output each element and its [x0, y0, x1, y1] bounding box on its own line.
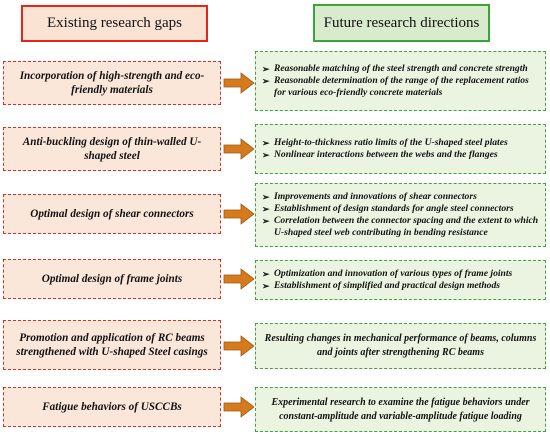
arrow-icon: [223, 268, 255, 290]
direction-box: ➢Reasonable matching of the steel streng…: [255, 51, 546, 111]
arrow-icon: [223, 203, 255, 225]
gap-box: Promotion and application of RC beams st…: [3, 320, 221, 370]
direction-item: ➢Improvements and innovations of shear c…: [262, 191, 477, 202]
direction-summary: Resulting changes in mechanical performa…: [264, 333, 537, 358]
direction-item: ➢Reasonable determination of the range o…: [262, 75, 529, 98]
direction-item: ➢Correlation between the connector spaci…: [262, 215, 539, 238]
gap-box: Optimal design of shear connectors: [3, 194, 221, 234]
direction-box: ➢Height-to-thickness ratio limits of the…: [255, 124, 546, 174]
direction-box: ➢Improvements and innovations of shear c…: [255, 183, 546, 247]
arrow-icon: [223, 72, 255, 94]
direction-item: ➢Reasonable matching of the steel streng…: [262, 63, 528, 74]
future-directions-header: Future research directions: [313, 4, 490, 42]
direction-item: ➢Establishment of simplified and practic…: [262, 280, 501, 291]
direction-summary: Experimental research to examine the fat…: [271, 396, 530, 422]
gap-box: Fatigue behaviors of USCCBs: [3, 387, 221, 427]
direction-item: ➢Nonlinear interactions between the webs…: [262, 149, 498, 160]
arrow-icon: [223, 335, 255, 357]
existing-gaps-header: Existing research gaps: [21, 5, 208, 42]
direction-item: ➢Height-to-thickness ratio limits of the…: [262, 137, 508, 148]
gap-box: Anti-buckling design of thin-walled U-sh…: [3, 127, 221, 171]
direction-box: Resulting changes in mechanical performa…: [255, 323, 546, 369]
arrow-icon: [223, 138, 255, 160]
arrow-icon: [223, 396, 255, 418]
direction-item: ➢Optimization and innovation of various …: [262, 268, 513, 279]
direction-item: ➢Establishment of design standards for a…: [262, 203, 514, 214]
direction-box: ➢Optimization and innovation of various …: [255, 260, 546, 300]
gap-box: Optimal design of frame joints: [3, 259, 221, 299]
gap-box: Incorporation of high-strength and eco-f…: [3, 61, 221, 105]
direction-box: Experimental research to examine the fat…: [255, 387, 546, 432]
